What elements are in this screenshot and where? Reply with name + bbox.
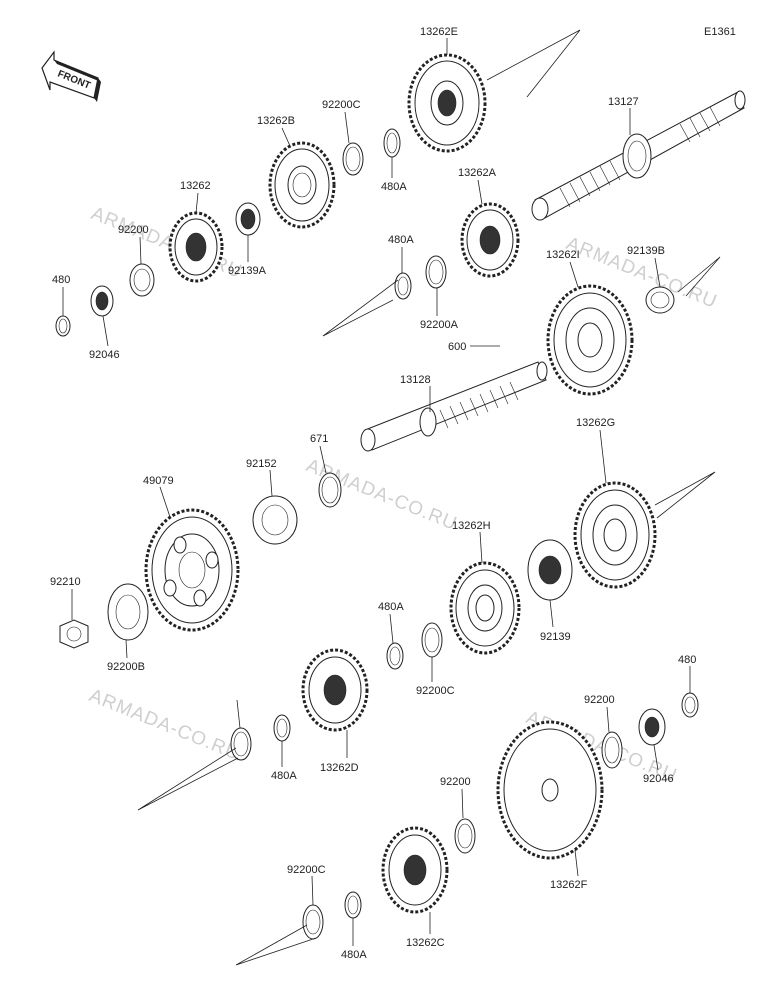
label-480A-d: 480A <box>271 770 297 782</box>
label-13262A: 13262A <box>458 167 497 179</box>
label-13262D: 13262D <box>320 762 359 774</box>
washer-92200B <box>107 583 149 641</box>
washer-92200-bottom <box>454 818 476 854</box>
drive-shaft-13128 <box>360 361 548 452</box>
leader-lines <box>62 29 721 966</box>
label-480: 480 <box>52 274 70 286</box>
label-92200C-bottom: 92200C <box>287 864 326 876</box>
bearing-92139 <box>527 539 573 601</box>
gear-13262B <box>268 141 336 229</box>
label-13262I: 13262I <box>546 249 580 261</box>
washer-92200C-mid <box>421 622 443 658</box>
bearing-92139B <box>645 286 675 314</box>
label-92152: 92152 <box>246 458 277 470</box>
label-92139A: 92139A <box>228 265 267 277</box>
bearing-92046-left <box>90 285 114 317</box>
nut-92210 <box>59 619 89 649</box>
circlip-480 <box>55 315 71 337</box>
washer-92200A <box>425 255 447 289</box>
circlip-480A-d <box>273 714 291 742</box>
sprocket-49079 <box>144 508 240 632</box>
label-13262B: 13262B <box>257 115 295 127</box>
gear-13262I <box>546 284 634 396</box>
label-13262C: 13262C <box>406 937 445 949</box>
label-92200-left: 92200 <box>118 224 149 236</box>
washer-92200C-bottom <box>302 904 324 940</box>
label-480-right: 480 <box>678 654 696 666</box>
bearing-92139A <box>235 202 261 236</box>
label-92046-left: 92046 <box>89 349 120 361</box>
label-92200-right: 92200 <box>584 694 615 706</box>
label-92210: 92210 <box>50 576 81 588</box>
label-13128: 13128 <box>400 374 431 386</box>
label-480A-mid: 480A <box>388 234 414 246</box>
front-arrow: FRONT <box>41 50 101 102</box>
label-92200-bottom: 92200 <box>440 776 471 788</box>
circlip-480A-low <box>386 642 404 670</box>
circlip-480A-mid <box>394 272 412 300</box>
label-13262F: 13262F <box>550 879 588 891</box>
label-92200C-mid: 92200C <box>416 685 455 697</box>
label-92200B: 92200B <box>107 661 145 673</box>
gear-13262C <box>381 826 449 914</box>
circlip-480-right <box>681 692 699 718</box>
label-13262E: 13262E <box>420 26 458 38</box>
label-13127: 13127 <box>608 96 639 108</box>
oring-671 <box>318 472 342 508</box>
label-49079: 49079 <box>143 475 174 487</box>
bearing-92046-right <box>638 708 666 746</box>
label-600: 600 <box>448 341 466 353</box>
label-92139B: 92139B <box>627 245 665 257</box>
circlip-480A-top <box>383 128 401 158</box>
label-480A-bottom: 480A <box>341 949 367 961</box>
label-92200C-top: 92200C <box>322 99 361 111</box>
washer-92200-left <box>129 263 155 297</box>
gear-13262D <box>301 648 369 732</box>
label-92200A: 92200A <box>420 319 459 331</box>
label-92139: 92139 <box>540 631 571 643</box>
gear-13262H <box>449 561 521 655</box>
bearing-92152 <box>252 495 298 545</box>
label-92046-right: 92046 <box>643 773 674 785</box>
label-13262G: 13262G <box>576 417 615 429</box>
washer-92200C-top <box>342 142 364 176</box>
gear-13262E <box>407 53 487 153</box>
circlip-480A-bottom <box>344 891 362 919</box>
label-13262: 13262 <box>180 180 211 192</box>
diagram-code: E1361 <box>704 26 736 38</box>
label-671: 671 <box>310 433 328 445</box>
gear-13262 <box>168 211 224 283</box>
label-480A-top: 480A <box>381 181 407 193</box>
washer-92200C-left <box>230 727 252 761</box>
gear-13262F <box>496 720 604 860</box>
washer-92200-right <box>601 731 623 769</box>
part-labels: 13262E 13127 92200C 13262B 480A 13262 13… <box>50 26 696 961</box>
main-shaft-13127 <box>531 90 746 221</box>
gear-13262G <box>573 481 657 589</box>
watermark-4: ARMADA-CO.RU <box>86 685 243 765</box>
label-13262H: 13262H <box>452 520 491 532</box>
gear-13262A <box>460 202 520 278</box>
label-480A-low: 480A <box>378 601 404 613</box>
